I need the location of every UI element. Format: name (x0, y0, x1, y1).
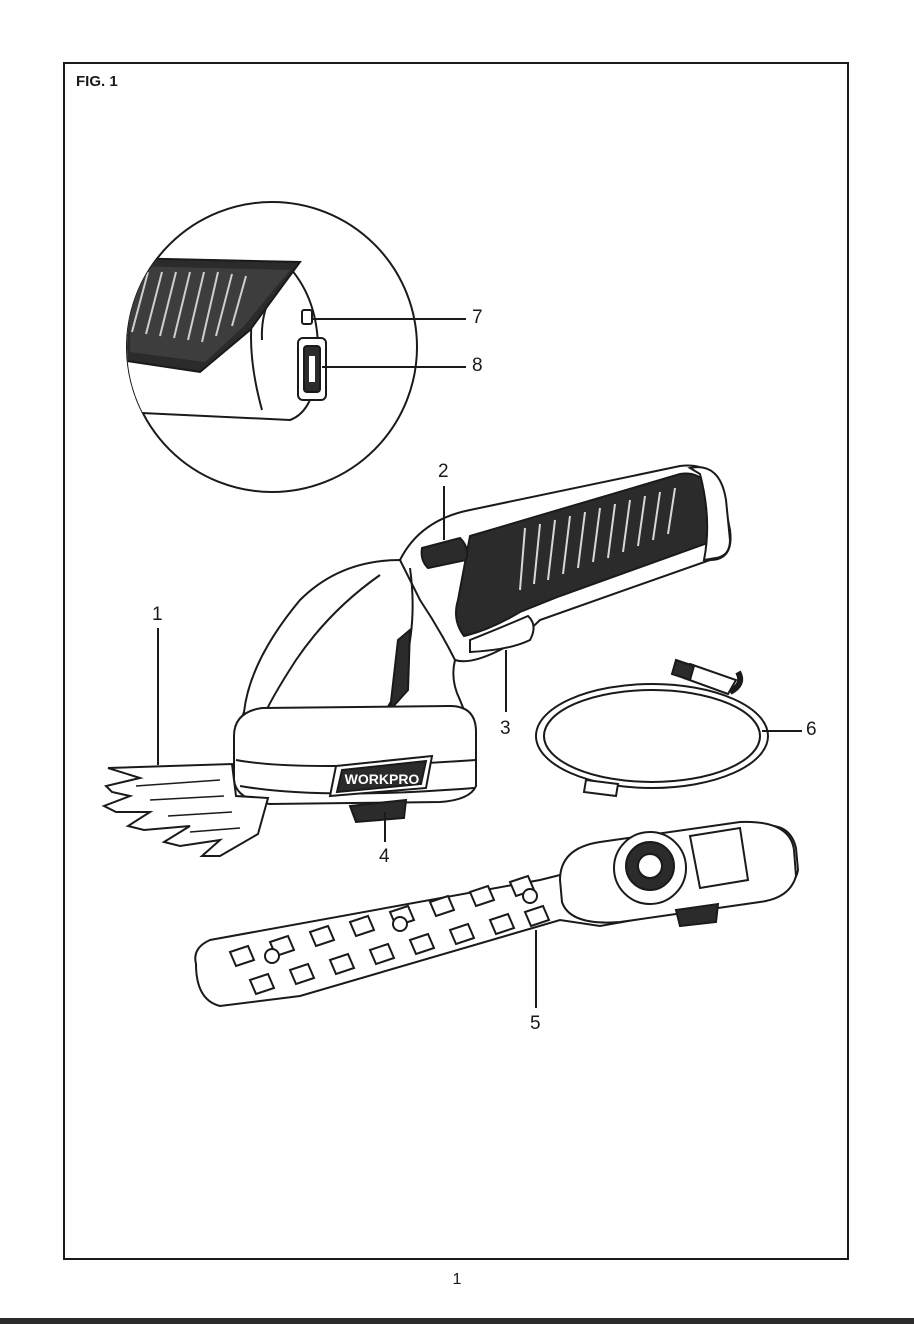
zoom-detail (120, 202, 417, 492)
shears-body (234, 466, 731, 823)
callout-7: 7 (472, 307, 483, 329)
callout-3: 3 (500, 718, 511, 740)
callout-8: 8 (472, 355, 483, 377)
callout-6: 6 (806, 719, 817, 741)
bottom-rule (0, 1318, 914, 1324)
hedge-blade (195, 822, 798, 1006)
callout-2: 2 (438, 461, 449, 483)
callout-1: 1 (152, 604, 163, 626)
page-number: 1 (0, 1271, 914, 1289)
brand-logo: WORKPRO (345, 771, 420, 787)
callout-5: 5 (530, 1013, 541, 1035)
callout-4: 4 (379, 846, 390, 868)
usb-cable (536, 660, 768, 796)
